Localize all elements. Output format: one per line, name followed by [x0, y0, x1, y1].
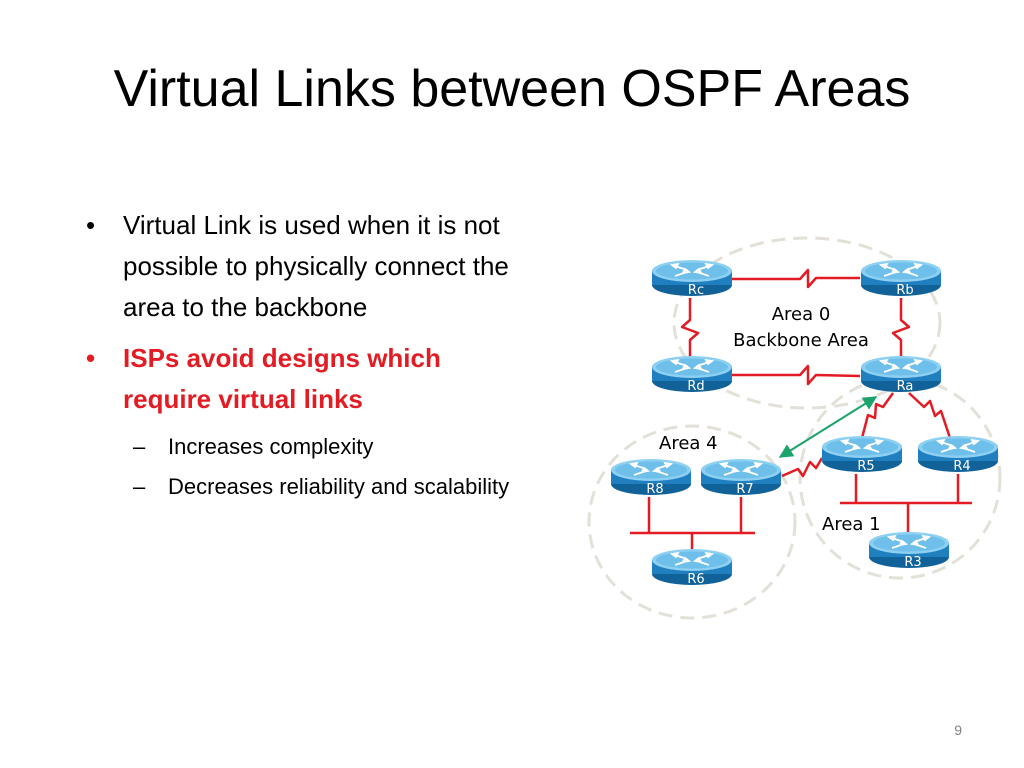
router-label: R3	[904, 555, 921, 570]
bullet-text: Virtual Link is used when it is not poss…	[123, 210, 509, 322]
router-r7: R7	[700, 458, 782, 497]
router-label: Rc	[688, 283, 704, 298]
bullet-item: • Virtual Link is used when it is not po…	[78, 205, 528, 328]
bullet-marker: •	[86, 343, 96, 373]
router-rb: Rb	[860, 259, 942, 298]
area0-boundary	[672, 236, 942, 410]
router-label: Rd	[687, 379, 704, 394]
sub-bullet-marker: –	[133, 474, 146, 499]
area1-label: Area 1	[822, 514, 881, 535]
page-number: 9	[954, 722, 962, 738]
link-rc-rb	[732, 268, 860, 289]
link-rc-rd	[680, 298, 700, 360]
router-rc: Rc	[651, 259, 733, 298]
area0-sublabel: Backbone Area	[733, 330, 869, 351]
sub-bullet-item: – Increases complexity	[78, 430, 528, 464]
area0-label: Area 0	[772, 304, 831, 325]
router-label: Ra	[897, 379, 914, 394]
router-ra: Ra	[860, 355, 942, 394]
bullet-text: ISPs avoid designs which require virtual…	[123, 343, 441, 414]
sub-bullet-marker: –	[133, 434, 146, 459]
router-label: R7	[736, 482, 753, 497]
bullet-marker: •	[86, 210, 96, 240]
router-r4: R4	[917, 435, 999, 474]
sub-bullet-text: Decreases reliability and scalability	[168, 474, 510, 499]
router-r8: R8	[610, 458, 692, 497]
sub-bullet-item: – Decreases reliability and scalability	[78, 470, 528, 504]
link-ra-r4	[908, 392, 952, 439]
router-label: R6	[687, 572, 704, 587]
router-r6: R6	[651, 548, 733, 587]
serial-links	[680, 268, 952, 478]
router-label: R4	[953, 459, 970, 474]
area4-boundary	[587, 424, 797, 620]
slide-title: Virtual Links between OSPF Areas	[113, 60, 911, 118]
router-label: Rb	[896, 283, 913, 298]
router-label: R5	[857, 459, 874, 474]
bullet-list: • Virtual Link is used when it is not po…	[78, 205, 528, 510]
router-r3: R3	[868, 531, 950, 570]
sub-bullet-text: Increases complexity	[168, 434, 374, 459]
link-rd-ra	[732, 364, 861, 386]
ethernet-segments	[630, 474, 972, 553]
link-r7-r5	[781, 457, 824, 478]
router-rd: Rd	[651, 355, 733, 394]
virtual-link-arrow	[778, 396, 878, 458]
area4-label: Area 4	[659, 433, 718, 454]
link-rb-ra	[891, 298, 911, 360]
bullet-item-highlight: • ISPs avoid designs which require virtu…	[78, 338, 528, 420]
router-label: R8	[646, 482, 663, 497]
router-r5: R5	[821, 435, 903, 474]
